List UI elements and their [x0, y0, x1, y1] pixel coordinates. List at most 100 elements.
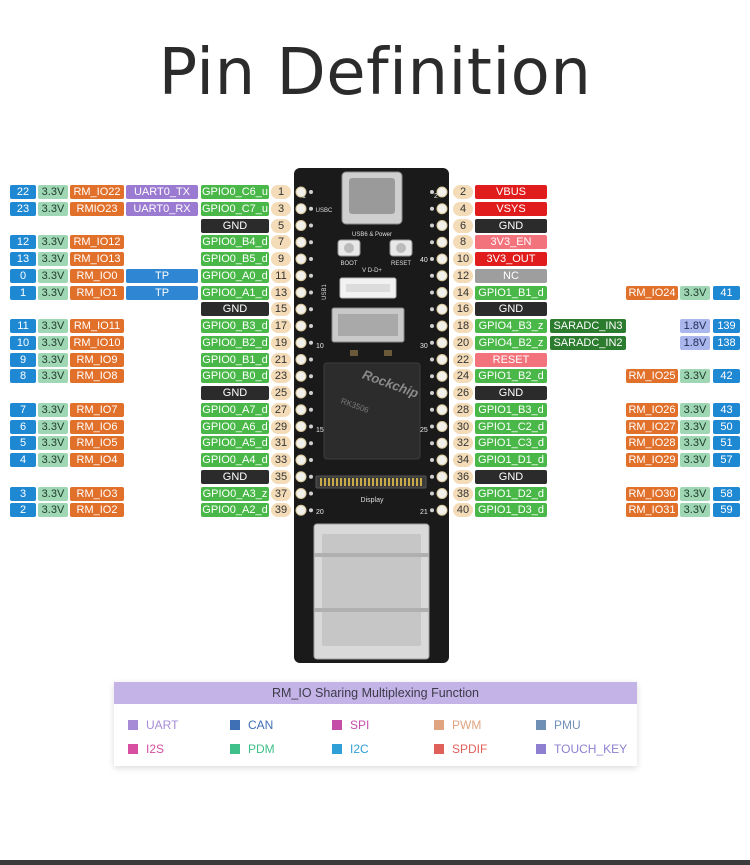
legend-item: UART: [128, 718, 228, 732]
via-dot: [309, 391, 313, 395]
fpc-pin: [408, 478, 410, 486]
via-dot: [309, 206, 313, 211]
fpc-pin: [376, 478, 378, 486]
via-dot: [309, 290, 313, 295]
via-dot: [309, 374, 313, 379]
legend-label: TOUCH_KEY: [554, 742, 628, 756]
via-dot: [430, 374, 434, 379]
gpio-label: GPIO0_B5_d: [201, 252, 269, 266]
pin-number: 33: [271, 453, 291, 467]
gpio-number: 6: [10, 419, 36, 434]
pin-number: 6: [453, 218, 473, 233]
legend-swatch: [536, 720, 546, 730]
pin-number: 36: [453, 469, 473, 484]
pin-number: 31: [271, 436, 291, 451]
gpio-label: GPIO0_A0_d: [201, 268, 269, 283]
edge-label-1: 1: [302, 193, 306, 200]
voltage-label: 3.3V: [680, 419, 710, 434]
pin-pads: [295, 186, 448, 516]
pin-name-label: GPIO1_B1_d: [475, 285, 547, 300]
soc-chip: [323, 362, 421, 460]
voltage-label: 3.3V: [38, 453, 68, 467]
function-label: UART0_RX: [126, 201, 198, 216]
voltage-label: 3.3V: [38, 185, 68, 199]
pin-pad: [436, 404, 448, 416]
via-dot: [309, 458, 313, 462]
pin-pad: [436, 437, 448, 449]
usb-power-label: USB6 & Power: [352, 232, 392, 238]
legend-title: RM_IO Sharing Multiplexing Function: [114, 682, 637, 704]
pin-pad: [436, 236, 448, 248]
pin-pad: [295, 387, 307, 399]
via-dot: [309, 508, 313, 513]
pin-pad: [295, 488, 307, 499]
via-dot: [309, 257, 313, 261]
edge-label-15: 15: [316, 427, 324, 434]
pin-number: 8: [453, 235, 473, 250]
edge-label-25: 25: [420, 427, 428, 434]
legend-label: SPI: [350, 718, 370, 732]
rm-io-label: RM_IO13: [70, 252, 124, 266]
display-label: Display: [361, 497, 384, 504]
voltage-label: 3.3V: [38, 436, 68, 451]
gnd-label: GND: [201, 302, 269, 317]
fpc-pin: [392, 478, 394, 486]
gpio-label: GPIO0_A1_d: [201, 285, 269, 300]
fpc-pin: [320, 478, 322, 486]
pin-pad: [436, 337, 448, 349]
pin-pad: [295, 354, 307, 365]
voltage-label: 3.3V: [680, 453, 710, 467]
gpio-label: GPIO0_A7_d: [201, 402, 269, 417]
usb1-label: USB1: [322, 284, 328, 300]
pin-name-label: 3V3_OUT: [475, 252, 547, 266]
pin-number: 7: [271, 235, 291, 250]
legend-item: PWM: [434, 718, 534, 732]
pin-pad: [436, 421, 448, 432]
fpc-pin: [420, 478, 422, 486]
pin-number: 35: [271, 469, 291, 484]
pin-name-label: VBUS: [475, 185, 547, 199]
pin-number: 14: [453, 285, 473, 300]
pin-number: 24: [453, 369, 473, 384]
rm-io-label: RM_IO31: [626, 503, 678, 518]
rj45-ridge: [314, 553, 429, 557]
pin-pad: [436, 454, 448, 466]
rj45-front: [322, 534, 421, 646]
via-dot: [430, 424, 434, 429]
vdd-label: V D-D+: [362, 268, 382, 274]
pin-pad: [295, 220, 307, 231]
pin-pad: [436, 354, 448, 365]
display-connector: [315, 475, 427, 489]
pin-number: 12: [453, 268, 473, 283]
fpc-pin: [360, 478, 362, 486]
fpc-pin: [384, 478, 386, 486]
rj45-ridge: [314, 608, 429, 612]
legend-swatch: [128, 720, 138, 730]
via-dot: [309, 190, 313, 194]
fpc-pin: [328, 478, 330, 486]
pin-pad: [436, 370, 448, 382]
gpio-number: 41: [713, 285, 740, 300]
pin-pad: [295, 253, 307, 265]
pin-name-label: GND: [475, 386, 547, 400]
smd-component: [384, 350, 392, 356]
pin-name-label: GPIO1_C2_d: [475, 419, 547, 434]
pin-number: 4: [453, 201, 473, 216]
via-dot: [430, 307, 434, 312]
legend-label: I2C: [350, 742, 369, 756]
gpio-number: 50: [713, 419, 740, 434]
page-title: Pin Definition: [158, 36, 592, 110]
gpio-number: 12: [10, 235, 36, 250]
pin-name-label: GPIO1_D3_d: [475, 503, 547, 518]
gnd-label: GND: [201, 386, 269, 400]
usb1-slot: [346, 284, 390, 292]
board-illustration: USB6 & Power USBC BOOT RESET V D-D+ USB1…: [294, 168, 449, 663]
via-dot: [430, 407, 434, 412]
pin-number: 27: [271, 402, 291, 417]
pin-number: 39: [271, 503, 291, 518]
gpio-number: 9: [10, 352, 36, 367]
fpc-pin: [416, 478, 418, 486]
via-dot: [309, 424, 313, 429]
pin-pad: [295, 454, 307, 466]
pin-number: 3: [271, 201, 291, 216]
